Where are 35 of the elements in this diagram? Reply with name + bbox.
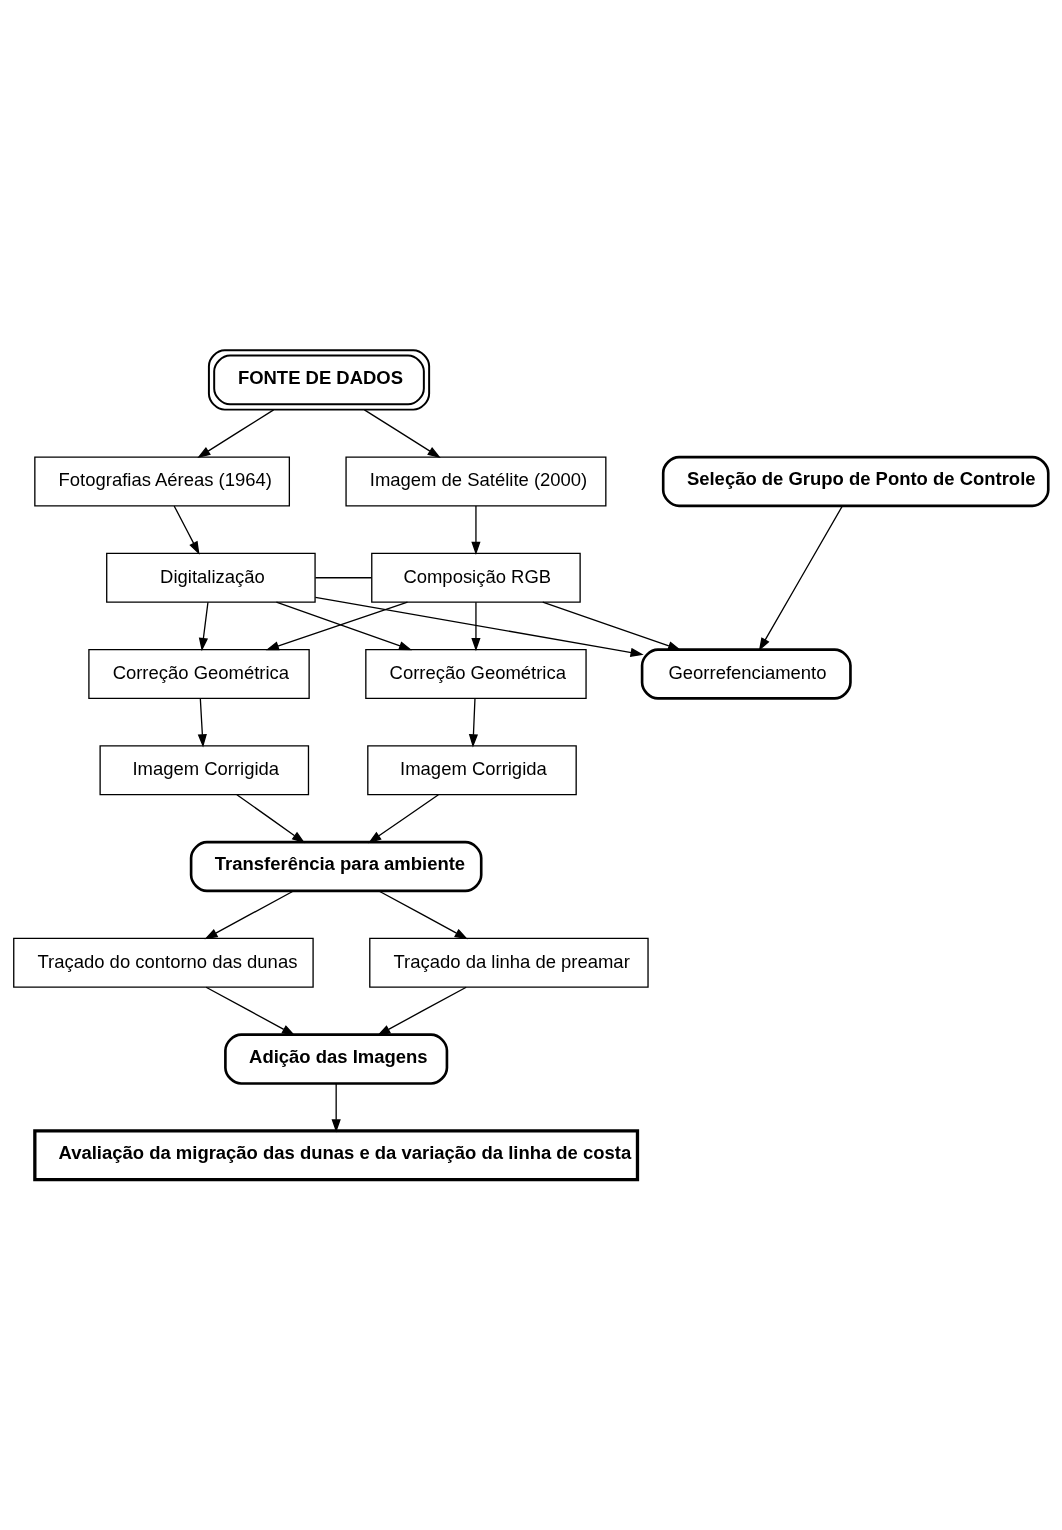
- arrow: [204, 890, 295, 940]
- node-box: Correção Geométrica: [88, 648, 310, 700]
- node-box: Fotografias Aéreas (1964): [34, 456, 290, 507]
- arrow: [197, 697, 207, 748]
- node-box: Adição das Imagens: [224, 1033, 449, 1085]
- node-box: Digitalização: [106, 552, 316, 603]
- node-box: Composição RGB: [371, 552, 581, 603]
- connector: [314, 577, 373, 579]
- arrow: [471, 601, 481, 652]
- node-box: Correção Geométrica: [365, 648, 587, 700]
- node-box: Avaliação da migração das dunas e da variação da linha de costa: [33, 1129, 640, 1182]
- node-box: Imagem de Satélite (2000): [345, 456, 607, 507]
- arrow: [377, 986, 467, 1036]
- node-box: Georrefenciamento: [640, 648, 852, 700]
- node-box: Imagem Corrigida: [367, 745, 577, 796]
- arrow: [468, 697, 479, 748]
- arrow: [378, 890, 468, 940]
- arrow: [205, 986, 296, 1036]
- node-box: Imagem Corrigida: [99, 745, 310, 796]
- arrow: [197, 409, 275, 458]
- node-box: FONTE DE DADOS: [207, 349, 431, 411]
- node-box: Traçado do contorno das dunas: [13, 937, 314, 988]
- arrow: [542, 601, 682, 651]
- node-box: Traçado da linha de preamar: [369, 937, 649, 988]
- arrow: [314, 596, 644, 657]
- node-box: Transferência para ambiente: [189, 840, 483, 893]
- arrow: [368, 794, 440, 844]
- arrow: [236, 794, 306, 844]
- arrow: [471, 505, 481, 555]
- arrow: [331, 1082, 341, 1133]
- arrow: [758, 505, 843, 651]
- node-box: Seleção de Grupo de Ponto de Controle: [661, 455, 1050, 508]
- arrow: [363, 409, 441, 458]
- arrow: [173, 505, 200, 555]
- arrow: [198, 601, 209, 652]
